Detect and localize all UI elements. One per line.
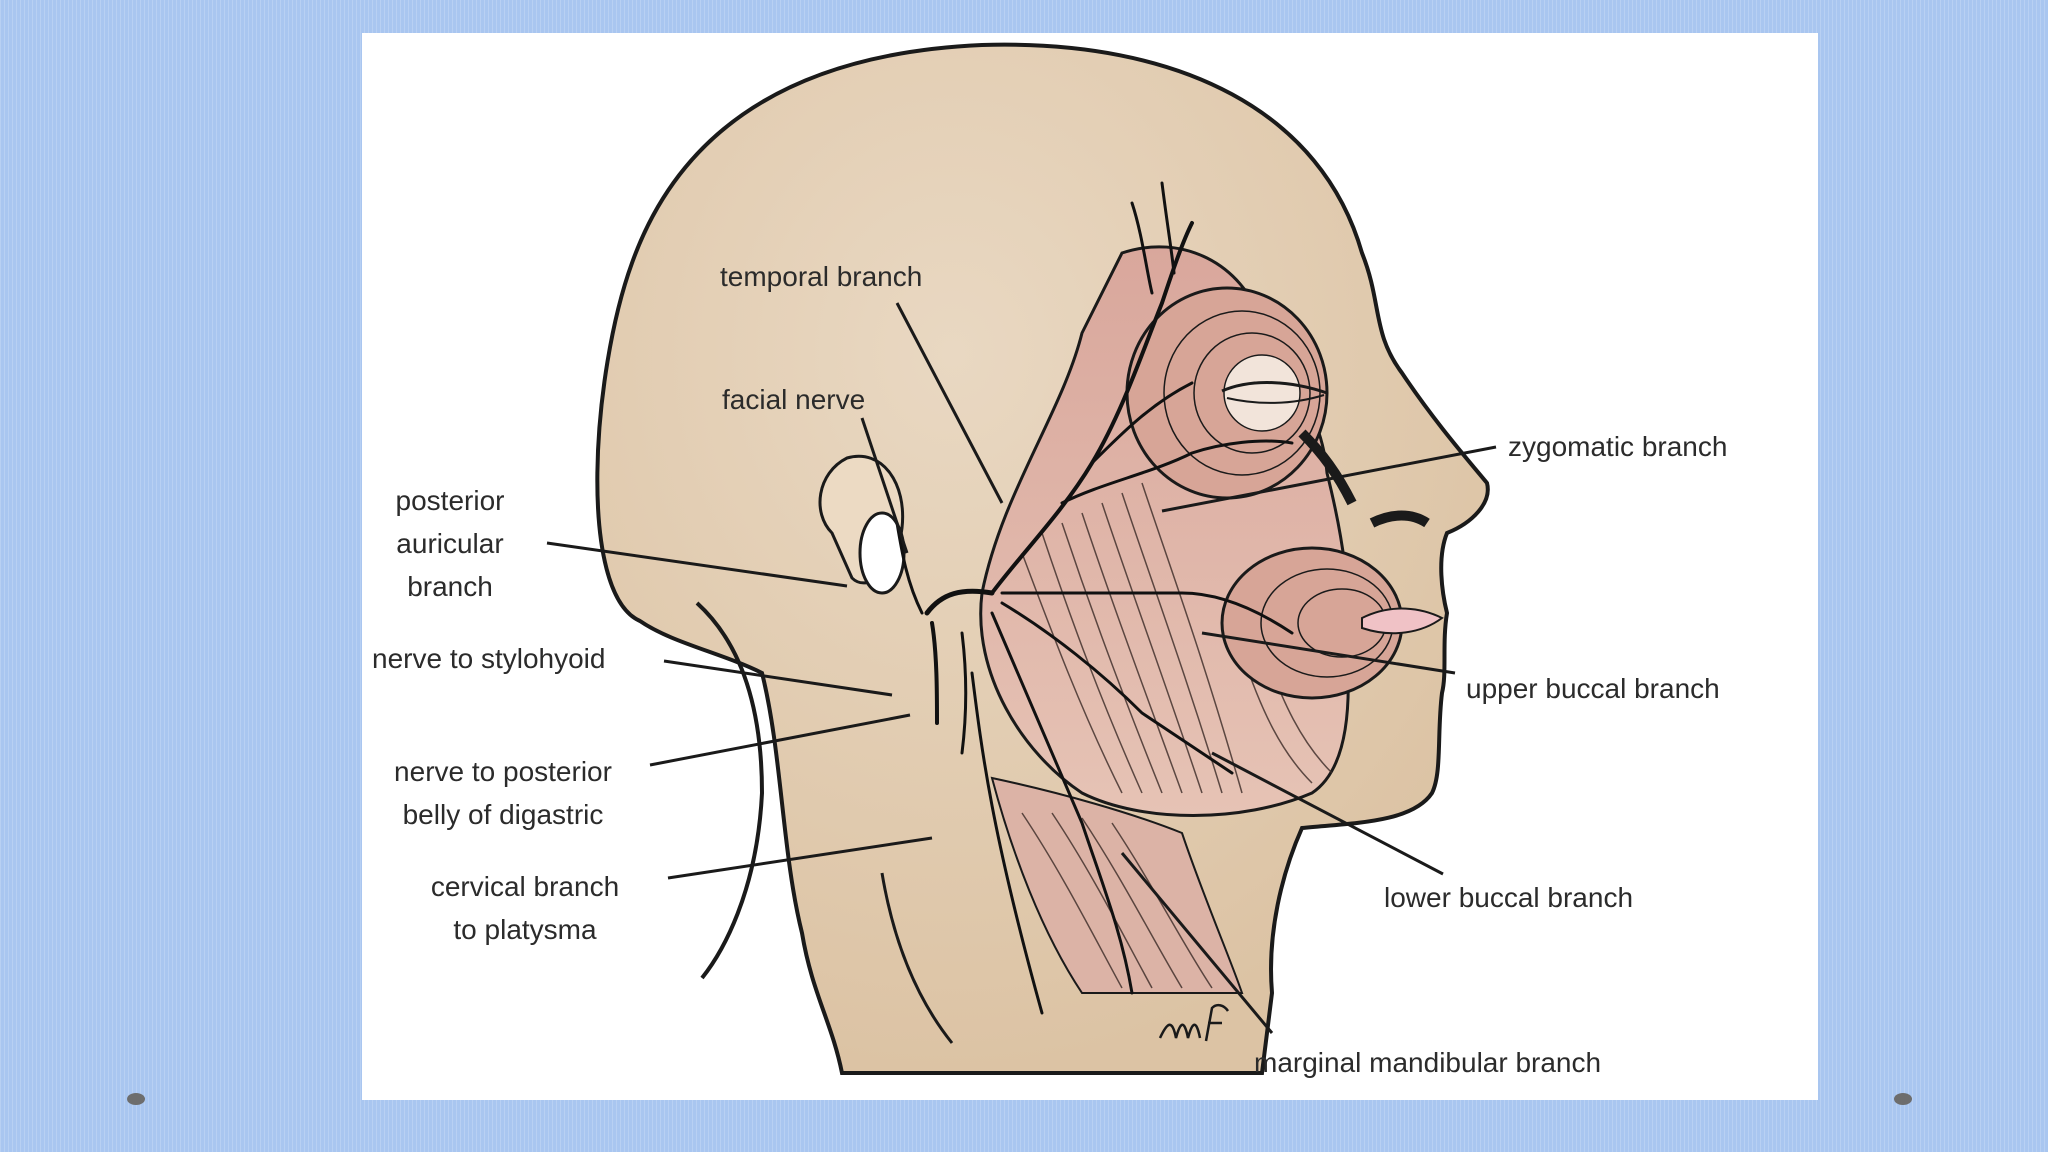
- label-cervical-line-2: to platysma: [453, 914, 597, 945]
- label-posterior-auricular-line-2: auricular: [396, 528, 504, 559]
- slide-panel: temporal branch facial nerve posterior a…: [362, 33, 1818, 1100]
- neck-muscles: [990, 776, 1244, 994]
- nose-muscle: [1298, 429, 1357, 506]
- mouth-muscle: [1220, 546, 1444, 700]
- label-digastric-line-2: belly of digastric: [402, 799, 604, 830]
- label-cervical-line-1: cervical branch: [430, 871, 620, 902]
- label-upper-buccal-branch: upper buccal branch: [1466, 673, 1720, 704]
- label-nerve-to-stylohyoid: nerve to stylohyoid: [372, 643, 606, 674]
- label-temporal-branch: temporal branch: [720, 261, 923, 292]
- leader-lines: [546, 302, 1497, 1034]
- label-posterior-auricular-line-3: branch: [407, 571, 493, 602]
- neck-outline: [695, 601, 765, 980]
- label-posterior-auricular-line-1: posterior: [395, 485, 505, 516]
- label-zygomatic-branch: zygomatic branch: [1508, 431, 1728, 462]
- label-lower-buccal-branch: lower buccal branch: [1384, 882, 1634, 913]
- facial-nerve-branches: [895, 181, 1294, 1015]
- right-slide-dot: [1894, 1093, 1912, 1105]
- label-marginal-mandibular-branch: marginal mandibular branch: [1254, 1047, 1602, 1078]
- head-illustration: [546, 42, 1497, 1075]
- label-facial-nerve: facial nerve: [722, 384, 866, 415]
- ear: [818, 454, 906, 595]
- label-cervical-branch: cervical branch to platysma: [412, 865, 638, 951]
- left-slide-dot: [127, 1093, 145, 1105]
- artist-signature: [1158, 1003, 1230, 1042]
- label-digastric-line-1: nerve to posterior: [394, 756, 612, 787]
- label-posterior-auricular-branch: posterior auricular branch: [380, 479, 520, 608]
- label-nerve-to-digastric: nerve to posterior belly of digastric: [372, 750, 634, 836]
